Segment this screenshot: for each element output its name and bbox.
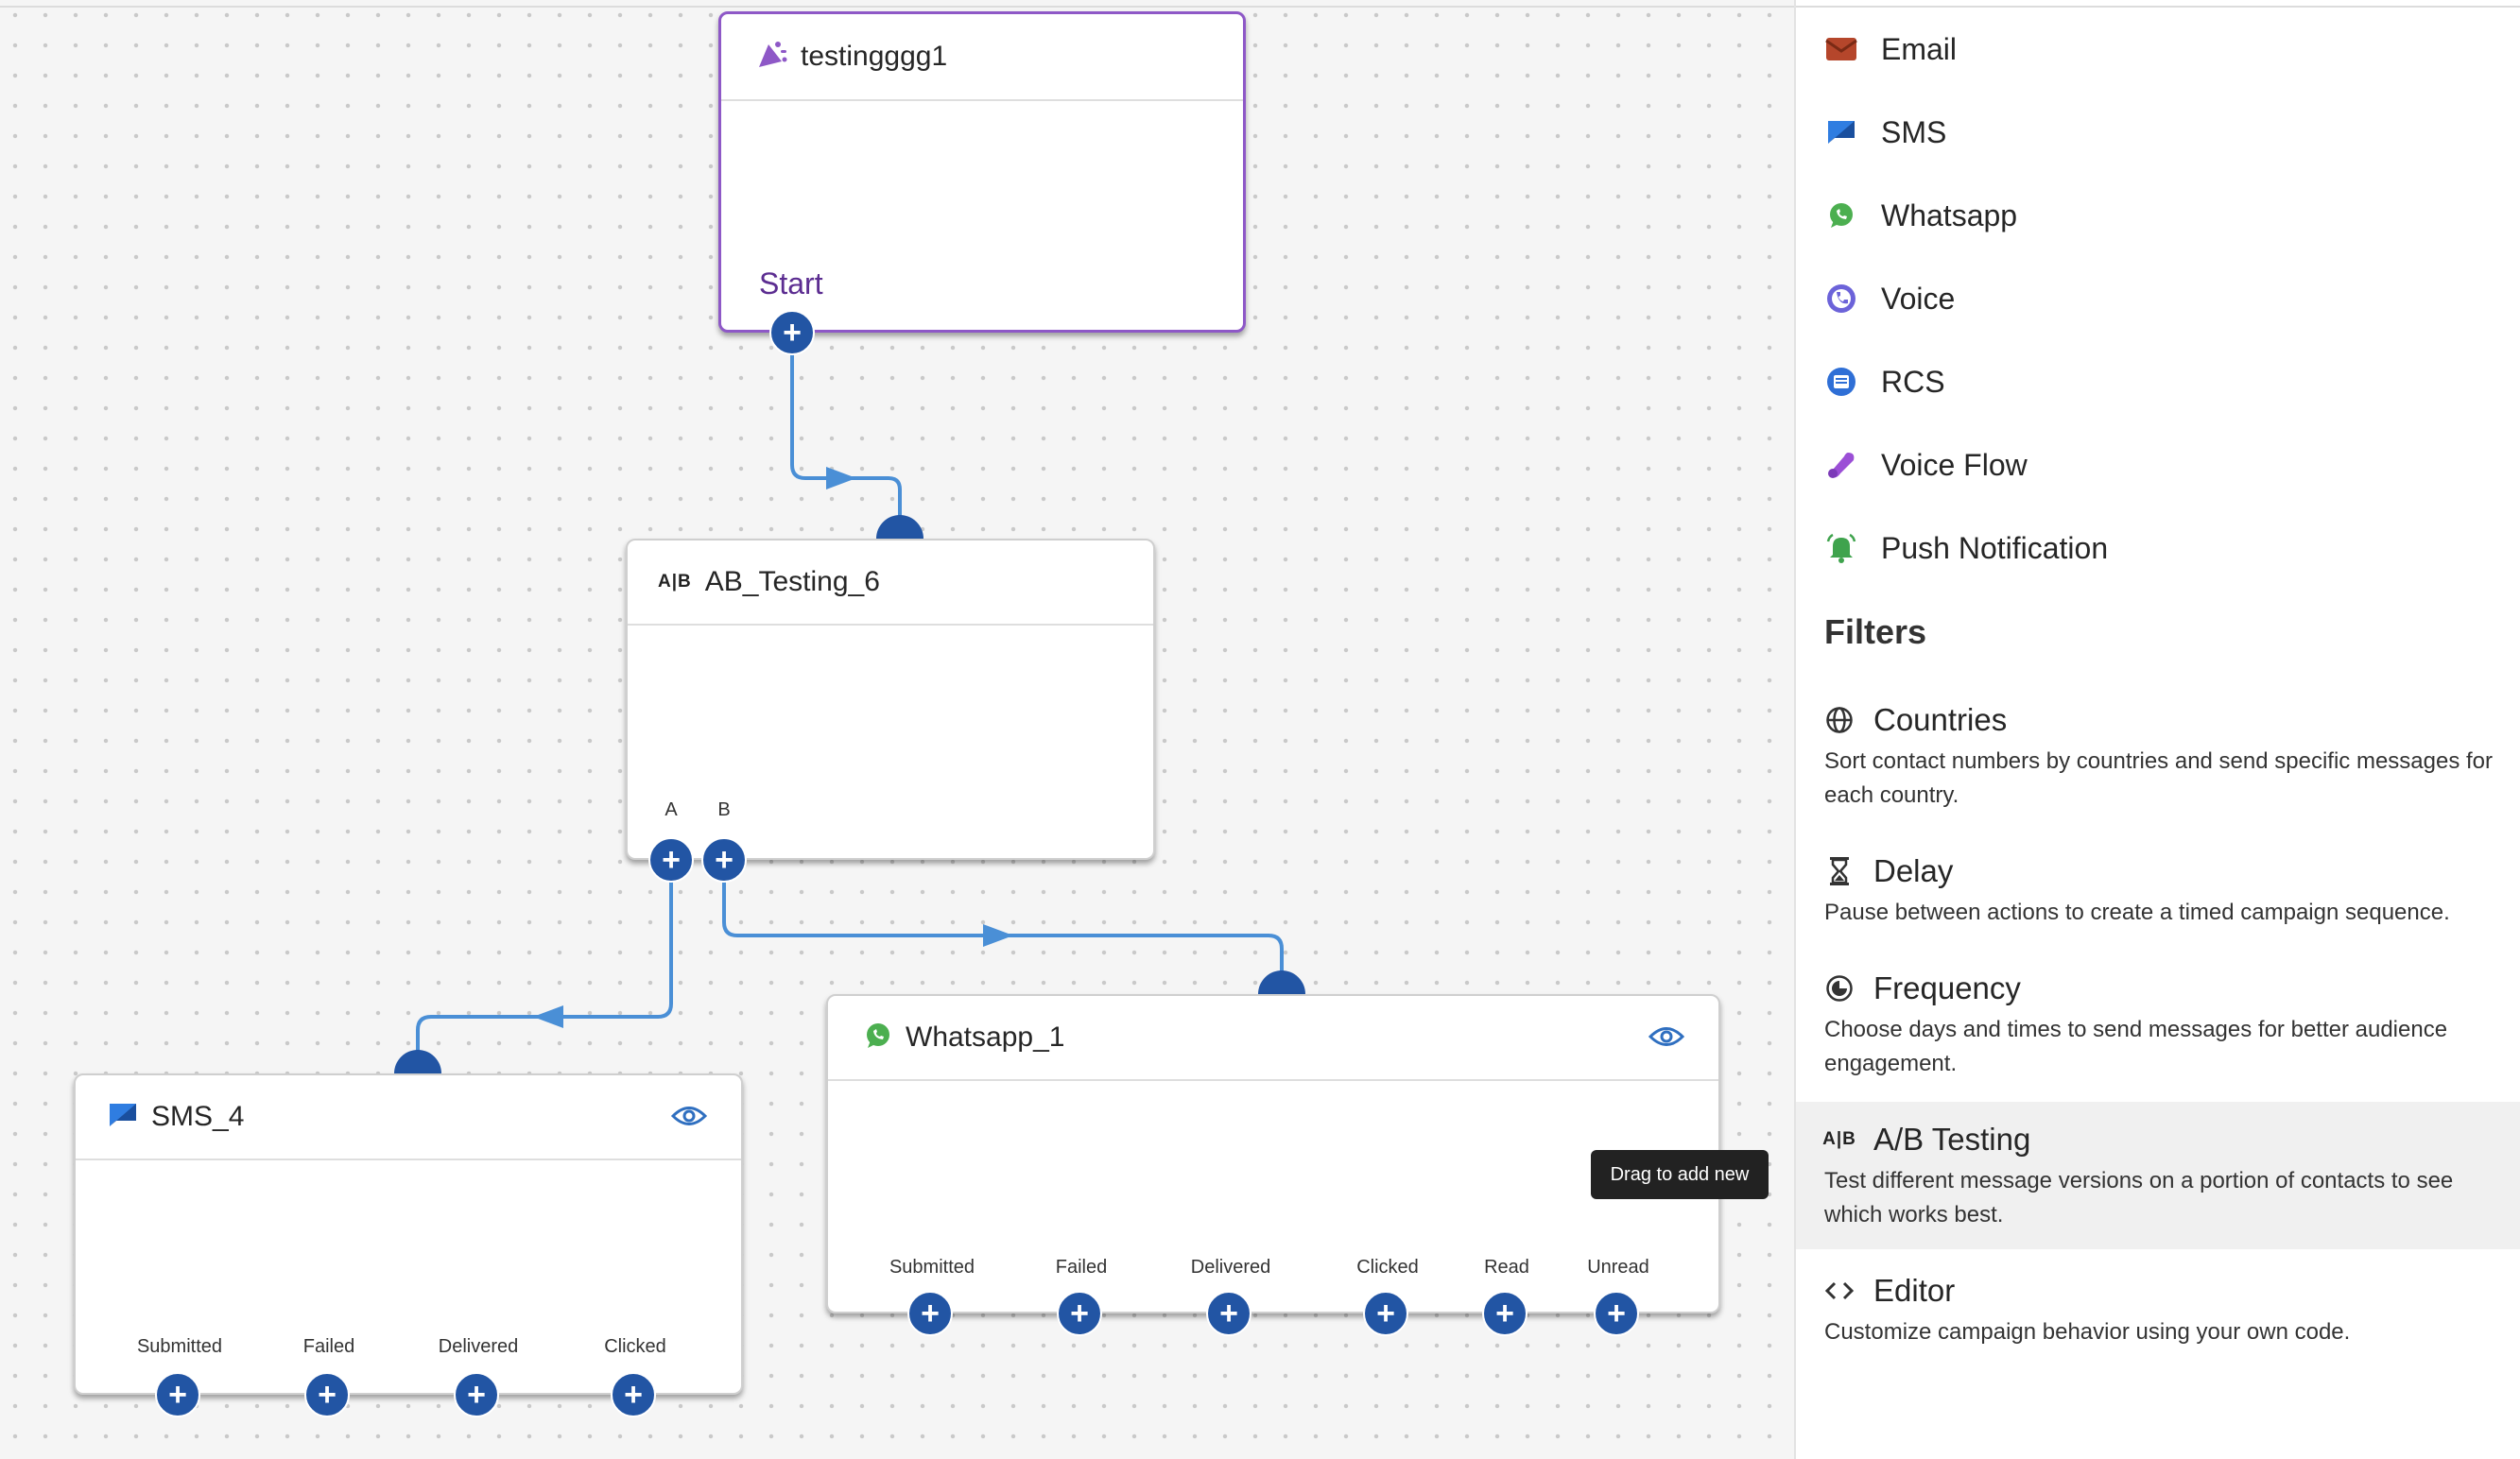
ab-node-header: A|B AB_Testing_6 [628,541,1153,626]
start-node[interactable]: testingggg1 Start [718,11,1246,333]
filter-description: Choose days and times to send messages f… [1824,1017,2448,1076]
channel-voice[interactable]: Voice [1824,275,1955,322]
filter-frequency[interactable]: Frequency Choose days and times to send … [1796,968,2520,1081]
whatsapp-preview-eye-icon[interactable] [1648,1024,1685,1054]
filter-countries[interactable]: Countries Sort contact numbers by countr… [1796,699,2520,813]
ab-port-label-a: A [665,799,678,820]
sms-port-label-submitted: Submitted [136,1336,223,1357]
filter-description: Test different message versions on a por… [1824,1168,2454,1227]
whatsapp-node-header: Whatsapp_1 [828,996,1718,1081]
start-node-title: testingggg1 [801,41,948,72]
filter-title: A/B Testing [1873,1122,2031,1157]
email-icon [1824,32,1858,66]
sms-submitted-add-button[interactable]: + [155,1372,200,1417]
edge-ab-a-to-sms [416,860,673,1073]
wa-read-add-button[interactable]: + [1482,1291,1528,1336]
sms-failed-add-button[interactable]: + [304,1372,350,1417]
sms-node-title: SMS_4 [151,1101,245,1132]
start-label: Start [759,266,823,300]
whatsapp-icon [1824,198,1858,232]
channel-label: Voice Flow [1881,447,2028,482]
wa-port-label-unread: Unread [1587,1257,1649,1278]
globe-icon [1824,705,1855,735]
drag-tooltip: Drag to add new [1591,1150,1769,1199]
channel-voice-flow[interactable]: Voice Flow [1824,441,2028,489]
wa-port-label-submitted: Submitted [889,1257,975,1278]
frequency-icon [1824,973,1855,1004]
voice-icon [1824,282,1858,316]
wa-clicked-add-button[interactable]: + [1363,1291,1408,1336]
start-node-header: testingggg1 [721,14,1243,101]
filter-description: Customize campaign behavior using your o… [1824,1319,2351,1345]
filter-description: Pause between actions to create a timed … [1824,900,2450,925]
whatsapp-icon [864,1021,892,1055]
wa-port-label-clicked: Clicked [1356,1257,1419,1278]
sms-icon [108,1102,138,1133]
filter-title: Frequency [1873,970,2021,1005]
sms-clicked-add-button[interactable]: + [611,1372,656,1417]
filter-title: Editor [1873,1273,1956,1308]
channel-label: SMS [1881,114,1947,149]
ab-node-title: AB_Testing_6 [704,566,880,597]
sms-port-label-clicked: Clicked [604,1336,666,1357]
ab-port-a-add-button[interactable]: + [648,837,694,883]
whatsapp-node-title: Whatsapp_1 [906,1021,1065,1053]
start-add-button[interactable]: + [769,310,815,355]
rcs-icon [1824,365,1858,399]
ab-port-label-b: B [717,799,731,820]
edge-arrow [826,467,856,489]
wa-port-label-delivered: Delivered [1190,1257,1271,1278]
hourglass-icon [1824,856,1855,886]
filter-description: Sort contact numbers by countries and se… [1824,748,2494,808]
canvas-top-border [0,6,1794,8]
ab-testing-node[interactable]: A|B AB_Testing_6 A B [626,539,1155,860]
edge-arrow [533,1005,563,1028]
code-icon [1824,1276,1855,1306]
megaphone-icon [755,39,787,76]
filter-ab-testing[interactable]: A|B A/B Testing Test different message v… [1796,1102,2520,1249]
channel-push-notification[interactable]: Push Notification [1824,524,2108,572]
channel-label: Whatsapp [1881,197,2018,232]
filter-editor[interactable]: Editor Customize campaign behavior using… [1796,1270,2520,1349]
sms-node-header: SMS_4 [76,1075,741,1160]
filter-title: Countries [1873,702,2008,737]
sms-port-label-delivered: Delivered [438,1336,519,1357]
wa-unread-add-button[interactable]: + [1594,1291,1639,1336]
whatsapp-node[interactable]: Whatsapp_1 Submitted Failed Delivered Cl… [826,994,1720,1313]
filter-delay[interactable]: Delay Pause between actions to create a … [1796,850,2520,930]
wa-port-label-read: Read [1484,1257,1529,1278]
components-panel: Email SMS Whatsapp Voice RCS Voice Flow [1794,0,2520,1459]
channel-email[interactable]: Email [1824,26,1957,73]
channel-label: Push Notification [1881,530,2109,565]
sms-node[interactable]: SMS_4 Submitted Failed Delivered Clicked [74,1073,743,1395]
channel-label: RCS [1881,364,1945,399]
filters-heading: Filters [1824,612,1927,651]
filter-title: Delay [1873,853,1954,888]
sms-icon [1824,115,1858,149]
wa-delivered-add-button[interactable]: + [1206,1291,1251,1336]
channel-label: Email [1881,31,1958,66]
edge-arrow [983,924,1013,947]
ab-port-b-add-button[interactable]: + [701,837,747,883]
bell-icon [1824,531,1858,565]
ab-testing-icon: A|B [1822,1129,1856,1149]
edge-ab-b-to-whatsapp [722,860,1284,994]
sms-preview-eye-icon[interactable] [670,1104,708,1133]
channel-rcs[interactable]: RCS [1824,358,1945,405]
channel-whatsapp[interactable]: Whatsapp [1824,192,2017,239]
sms-delivered-add-button[interactable]: + [454,1372,499,1417]
wa-failed-add-button[interactable]: + [1057,1291,1102,1336]
sms-port-label-failed: Failed [302,1336,355,1357]
edge-start-to-ab [790,333,902,539]
voice-flow-icon [1824,448,1858,482]
channel-label: Voice [1881,281,1956,316]
flow-edges [416,333,1284,1073]
panel-top-border [1796,6,2520,8]
wa-port-label-failed: Failed [1055,1257,1108,1278]
wa-submitted-add-button[interactable]: + [907,1291,953,1336]
flow-canvas[interactable]: testingggg1 Start + A|B AB_Testing_6 A B… [0,0,1794,1459]
channel-sms[interactable]: SMS [1824,109,1946,156]
ab-testing-icon: A|B [658,572,692,592]
